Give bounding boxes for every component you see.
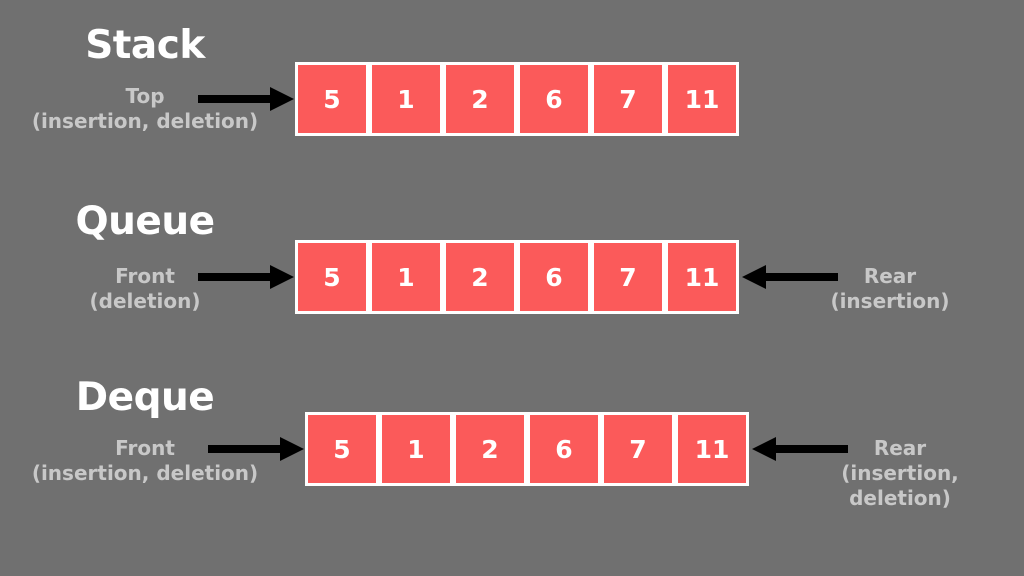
queue-rear-label: Rear (insertion) bbox=[790, 264, 990, 314]
queue-left-block: Queue bbox=[0, 202, 290, 241]
queue-rear-label-sub: (insertion) bbox=[830, 289, 950, 313]
cell: 1 bbox=[369, 62, 443, 136]
cell: 7 bbox=[601, 412, 675, 486]
arrow-right-icon bbox=[208, 434, 304, 464]
deque-title: Deque bbox=[75, 375, 215, 420]
deque-front-label: Front (insertion, deletion) bbox=[0, 436, 290, 486]
arrow-head bbox=[270, 265, 294, 289]
stack-top-label: Top (insertion, deletion) bbox=[0, 84, 290, 134]
arrow-shaft bbox=[764, 273, 838, 281]
arrow-left-icon bbox=[752, 434, 848, 464]
queue-rear-label-text: Rear bbox=[863, 264, 917, 288]
stack-top-label-text: Top bbox=[125, 84, 165, 108]
deque-front-label-sub: (insertion, deletion) bbox=[31, 461, 259, 485]
deque-left-label-block: Front (insertion, deletion) bbox=[0, 436, 290, 486]
arrow-shaft bbox=[198, 95, 272, 103]
arrow-head bbox=[270, 87, 294, 111]
queue-front-label: Front (deletion) bbox=[0, 264, 290, 314]
arrow-head bbox=[742, 265, 766, 289]
cell: 5 bbox=[305, 412, 379, 486]
cell: 11 bbox=[665, 62, 739, 136]
queue-title: Queue bbox=[75, 199, 215, 244]
cell: 11 bbox=[675, 412, 749, 486]
arrow-head bbox=[752, 437, 776, 461]
cell: 1 bbox=[379, 412, 453, 486]
cell: 6 bbox=[517, 240, 591, 314]
cell: 6 bbox=[527, 412, 601, 486]
cell: 1 bbox=[369, 240, 443, 314]
stack-left-block: Stack bbox=[0, 26, 290, 65]
arrow-shaft bbox=[198, 273, 272, 281]
deque-rear-label-sub2: deletion) bbox=[849, 486, 951, 510]
stack-top-label-sub: (insertion, deletion) bbox=[31, 109, 259, 133]
deque-rear-label: Rear (insertion, deletion) bbox=[800, 436, 1000, 511]
arrow-right-icon bbox=[198, 262, 294, 292]
deque-rear-label-sub: (insertion, bbox=[841, 461, 959, 485]
deque-right-label-block: Rear (insertion, deletion) bbox=[800, 436, 1000, 511]
deque-rear-label-text: Rear bbox=[873, 436, 927, 460]
queue-front-label-sub: (deletion) bbox=[89, 289, 201, 313]
deque-left-block: Deque bbox=[0, 378, 290, 417]
arrow-right-icon bbox=[198, 84, 294, 114]
cell: 6 bbox=[517, 62, 591, 136]
arrow-shaft bbox=[774, 445, 848, 453]
cell: 2 bbox=[443, 62, 517, 136]
cell: 7 bbox=[591, 62, 665, 136]
queue-right-label-block: Rear (insertion) bbox=[790, 264, 990, 314]
queue-left-label-block: Front (deletion) bbox=[0, 264, 290, 314]
arrow-head bbox=[280, 437, 304, 461]
cell: 11 bbox=[665, 240, 739, 314]
stack-left-label-block: Top (insertion, deletion) bbox=[0, 84, 290, 134]
cell: 5 bbox=[295, 240, 369, 314]
stack-title: Stack bbox=[85, 23, 205, 68]
arrow-left-icon bbox=[742, 262, 838, 292]
cell: 5 bbox=[295, 62, 369, 136]
deque-front-label-text: Front bbox=[115, 436, 175, 460]
queue-front-label-text: Front bbox=[115, 264, 175, 288]
arrow-shaft bbox=[208, 445, 282, 453]
cell: 7 bbox=[591, 240, 665, 314]
cell: 2 bbox=[453, 412, 527, 486]
cell: 2 bbox=[443, 240, 517, 314]
